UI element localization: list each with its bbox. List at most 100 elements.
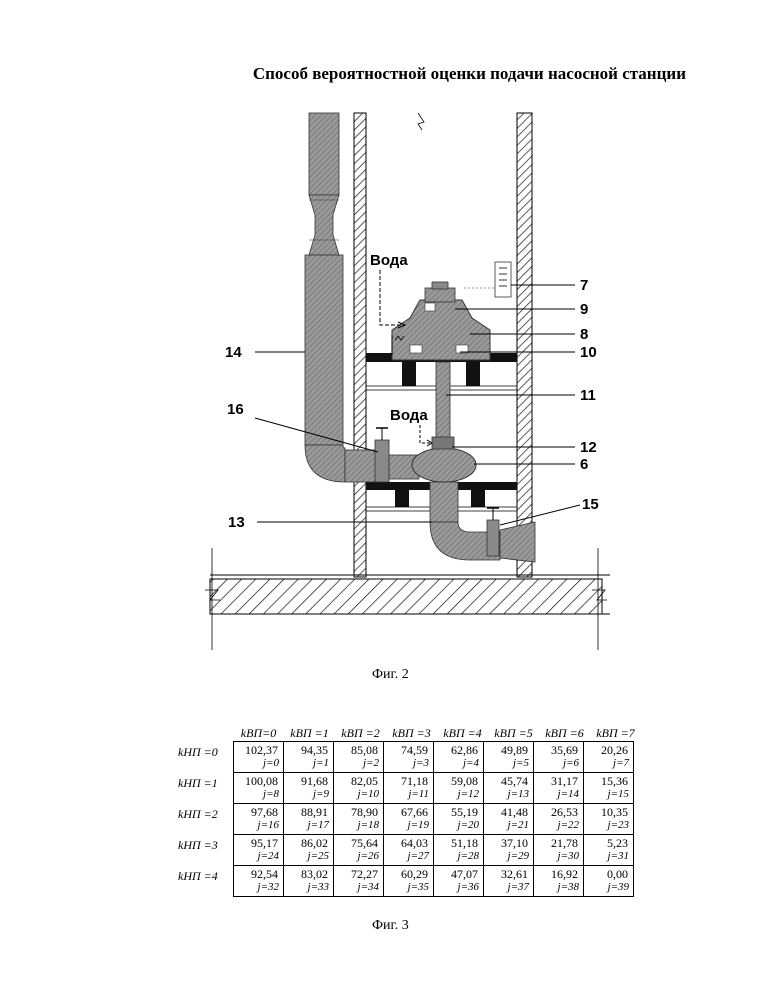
table-cell: 10,35j=23 bbox=[584, 804, 634, 835]
table-cell: 5,23j=31 bbox=[584, 835, 634, 866]
cell-value: 100,08 bbox=[234, 774, 283, 788]
cell-value: 74,59 bbox=[384, 743, 433, 757]
label-9: 9 bbox=[580, 301, 588, 318]
table-cell: 45,74j=13 bbox=[484, 773, 534, 804]
label-13: 13 bbox=[228, 514, 245, 531]
figure-2-diagram: Вода Вода 7 9 8 10 11 12 6 14 16 13 15 bbox=[0, 0, 772, 700]
label-11: 11 bbox=[580, 387, 596, 404]
cell-index: j=33 bbox=[284, 881, 333, 894]
cell-value: 72,27 bbox=[334, 867, 383, 881]
cell-index: j=2 bbox=[334, 757, 383, 770]
cell-value: 37,10 bbox=[484, 836, 533, 850]
row-header: kНП =4 bbox=[178, 869, 232, 884]
cell-value: 5,23 bbox=[584, 836, 633, 850]
col-header: kВП =3 bbox=[386, 726, 437, 741]
cell-index: j=17 bbox=[284, 819, 333, 832]
table-cell: 16,92j=38 bbox=[534, 866, 584, 897]
cell-index: j=12 bbox=[434, 788, 483, 801]
cell-index: j=27 bbox=[384, 850, 433, 863]
label-15: 15 bbox=[582, 496, 599, 513]
cell-index: j=1 bbox=[284, 757, 333, 770]
table-row: 92,54j=3283,02j=3372,27j=3460,29j=3547,0… bbox=[234, 866, 634, 897]
cell-value: 16,92 bbox=[534, 867, 583, 881]
cell-index: j=29 bbox=[484, 850, 533, 863]
cell-value: 83,02 bbox=[284, 867, 333, 881]
table-cell: 60,29j=35 bbox=[384, 866, 434, 897]
table-cell: 95,17j=24 bbox=[234, 835, 284, 866]
table-cell: 31,17j=14 bbox=[534, 773, 584, 804]
table-cell: 97,68j=16 bbox=[234, 804, 284, 835]
row-header: kНП =2 bbox=[178, 807, 232, 822]
cell-value: 26,53 bbox=[534, 805, 583, 819]
shaft bbox=[432, 362, 454, 449]
cell-value: 95,17 bbox=[234, 836, 283, 850]
table-cell: 35,69j=6 bbox=[534, 742, 584, 773]
figure-2-caption: Фиг. 2 bbox=[372, 667, 409, 683]
table-cell: 64,03j=27 bbox=[384, 835, 434, 866]
cell-value: 91,68 bbox=[284, 774, 333, 788]
table-cell: 102,37j=0 bbox=[234, 742, 284, 773]
cell-index: j=10 bbox=[334, 788, 383, 801]
table-cell: 71,18j=11 bbox=[384, 773, 434, 804]
table-cell: 37,10j=29 bbox=[484, 835, 534, 866]
table-cell: 49,89j=5 bbox=[484, 742, 534, 773]
cell-value: 10,35 bbox=[584, 805, 633, 819]
label-6: 6 bbox=[580, 456, 588, 473]
table-cell: 72,27j=34 bbox=[334, 866, 384, 897]
label-water-top: Вода bbox=[370, 252, 408, 269]
col-header: kВП =1 bbox=[284, 726, 335, 741]
cell-index: j=30 bbox=[534, 850, 583, 863]
cell-value: 51,18 bbox=[434, 836, 483, 850]
table-cell: 82,05j=10 bbox=[334, 773, 384, 804]
cell-index: j=31 bbox=[584, 850, 633, 863]
cell-index: j=3 bbox=[384, 757, 433, 770]
cell-index: j=7 bbox=[584, 757, 633, 770]
row-header: kНП =0 bbox=[178, 745, 232, 760]
cell-value: 92,54 bbox=[234, 867, 283, 881]
table-cell: 67,66j=19 bbox=[384, 804, 434, 835]
col-header: kВП =4 bbox=[437, 726, 488, 741]
label-12: 12 bbox=[580, 439, 597, 456]
table-cell: 78,90j=18 bbox=[334, 804, 384, 835]
cell-value: 62,86 bbox=[434, 743, 483, 757]
label-10: 10 bbox=[580, 344, 597, 361]
cell-index: j=14 bbox=[534, 788, 583, 801]
sensor-7 bbox=[464, 262, 511, 297]
cell-index: j=20 bbox=[434, 819, 483, 832]
cell-value: 86,02 bbox=[284, 836, 333, 850]
cell-index: j=21 bbox=[484, 819, 533, 832]
table-row: 95,17j=2486,02j=2575,64j=2664,03j=2751,1… bbox=[234, 835, 634, 866]
ground-slab bbox=[205, 548, 610, 650]
table-cell: 86,02j=25 bbox=[284, 835, 334, 866]
cell-index: j=36 bbox=[434, 881, 483, 894]
table-row: 100,08j=891,68j=982,05j=1071,18j=1159,08… bbox=[234, 773, 634, 804]
cell-value: 88,91 bbox=[284, 805, 333, 819]
table-cell: 94,35j=1 bbox=[284, 742, 334, 773]
left-wall bbox=[354, 113, 366, 577]
cell-value: 94,35 bbox=[284, 743, 333, 757]
col-header: kВП =2 bbox=[335, 726, 386, 741]
cell-value: 41,48 bbox=[484, 805, 533, 819]
table-cell: 91,68j=9 bbox=[284, 773, 334, 804]
cell-value: 32,61 bbox=[484, 867, 533, 881]
figure-3-caption: Фиг. 3 bbox=[372, 918, 409, 934]
table-cell: 88,91j=17 bbox=[284, 804, 334, 835]
cell-value: 102,37 bbox=[234, 743, 283, 757]
cell-index: j=22 bbox=[534, 819, 583, 832]
table-row: 97,68j=1688,91j=1778,90j=1867,66j=1955,1… bbox=[234, 804, 634, 835]
table-cell: 83,02j=33 bbox=[284, 866, 334, 897]
table-cell: 55,19j=20 bbox=[434, 804, 484, 835]
water-flow-arrow-middle bbox=[420, 425, 432, 446]
cell-value: 45,74 bbox=[484, 774, 533, 788]
cell-value: 67,66 bbox=[384, 805, 433, 819]
cell-index: j=25 bbox=[284, 850, 333, 863]
probability-table: 102,37j=094,35j=185,08j=274,59j=362,86j=… bbox=[233, 741, 634, 897]
right-wall bbox=[517, 113, 532, 577]
cell-index: j=6 bbox=[534, 757, 583, 770]
cell-index: j=34 bbox=[334, 881, 383, 894]
table-cell: 47,07j=36 bbox=[434, 866, 484, 897]
cell-value: 60,29 bbox=[384, 867, 433, 881]
cell-value: 75,64 bbox=[334, 836, 383, 850]
table-cell: 74,59j=3 bbox=[384, 742, 434, 773]
cell-value: 85,08 bbox=[334, 743, 383, 757]
